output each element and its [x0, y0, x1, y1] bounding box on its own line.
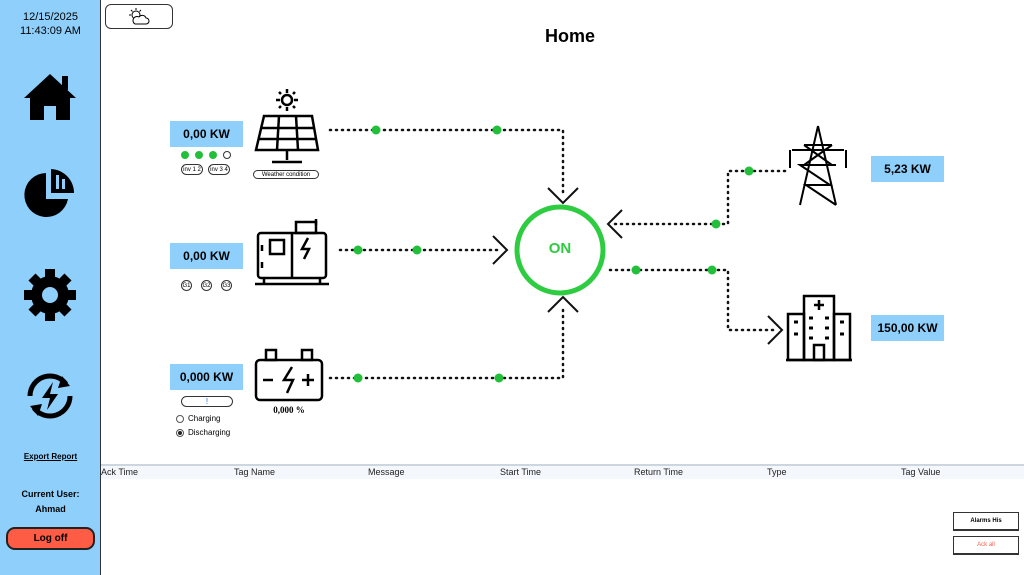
power-flow-diagram — [254, 89, 852, 402]
weather-button[interactable] — [105, 4, 173, 29]
solar-panel-icon — [254, 89, 320, 164]
col-return-time[interactable]: Return Time — [634, 467, 684, 477]
logoff-button[interactable]: Log off — [6, 527, 95, 550]
generator-power-value: 0,00 KW — [170, 243, 243, 269]
ack-all-button[interactable]: Ack all — [953, 536, 1019, 555]
load-power-value: 150,00 KW — [871, 315, 944, 341]
date: 12/15/2025 — [22, 11, 79, 23]
flow-lines — [328, 128, 787, 380]
flow-dots — [353, 125, 754, 383]
inverter-1-2-button[interactable]: inv 1 2 — [181, 164, 203, 175]
discharging-label: Discharging — [188, 428, 231, 437]
current-user-label: Current User: — [21, 489, 80, 499]
generator-2-button[interactable]: G2 — [201, 280, 212, 291]
generator-3-button[interactable]: G3 — [221, 280, 232, 291]
gear-icon[interactable] — [20, 265, 80, 325]
time: 11:43:09 AM — [20, 25, 81, 37]
transmission-tower-icon — [789, 125, 847, 206]
inverter-led-on — [181, 151, 189, 159]
col-type[interactable]: Type — [767, 467, 787, 477]
generator-icon — [255, 219, 329, 286]
inverter-led-on — [209, 151, 217, 159]
inverter-status-leds — [181, 151, 231, 159]
refresh-energy-icon[interactable] — [20, 366, 80, 426]
battery-percent: 0,000 % — [273, 405, 305, 415]
alarms-history-button[interactable]: Alarms His — [953, 512, 1019, 531]
col-tag-value[interactable]: Tag Value — [901, 467, 941, 477]
battery-alert-button[interactable]: ! — [181, 396, 233, 407]
hospital-icon — [786, 294, 852, 362]
export-report-link[interactable]: Export Report — [23, 452, 78, 461]
col-start-time[interactable]: Start Time — [500, 467, 542, 477]
charging-radio[interactable]: Charging — [176, 414, 220, 423]
col-tag-name[interactable]: Tag Name — [234, 467, 276, 477]
generator-1-button[interactable]: G1 — [181, 280, 192, 291]
grid-power-value: 5,23 KW — [871, 156, 944, 182]
inverter-led-on — [195, 151, 203, 159]
solar-power-value: 0,00 KW — [170, 121, 243, 147]
status-circle — [514, 204, 606, 296]
battery-icon — [254, 348, 324, 402]
battery-power-value: 0,000 KW — [170, 364, 243, 390]
weather-condition-button[interactable]: Weather condition — [253, 170, 319, 179]
col-ack-time[interactable]: Ack Time — [101, 467, 139, 477]
sidebar: 12/15/2025 11:43:09 AM Export Report Cur… — [0, 0, 101, 575]
pie-chart-icon[interactable] — [20, 165, 80, 225]
page-title: Home — [544, 26, 595, 46]
alarm-table-header — [101, 464, 1024, 479]
partly-cloudy-icon — [129, 7, 150, 24]
flow-arrows — [492, 187, 784, 345]
inverter-3-4-button[interactable]: inv 3 4 — [208, 164, 230, 175]
current-user: Ahmad — [35, 504, 66, 514]
discharging-radio[interactable]: Discharging — [176, 428, 230, 437]
status-label: ON — [548, 240, 572, 257]
home-icon[interactable] — [20, 68, 80, 128]
col-message[interactable]: Message — [368, 467, 405, 477]
inverter-led-off — [223, 151, 231, 159]
charging-label: Charging — [188, 414, 221, 423]
